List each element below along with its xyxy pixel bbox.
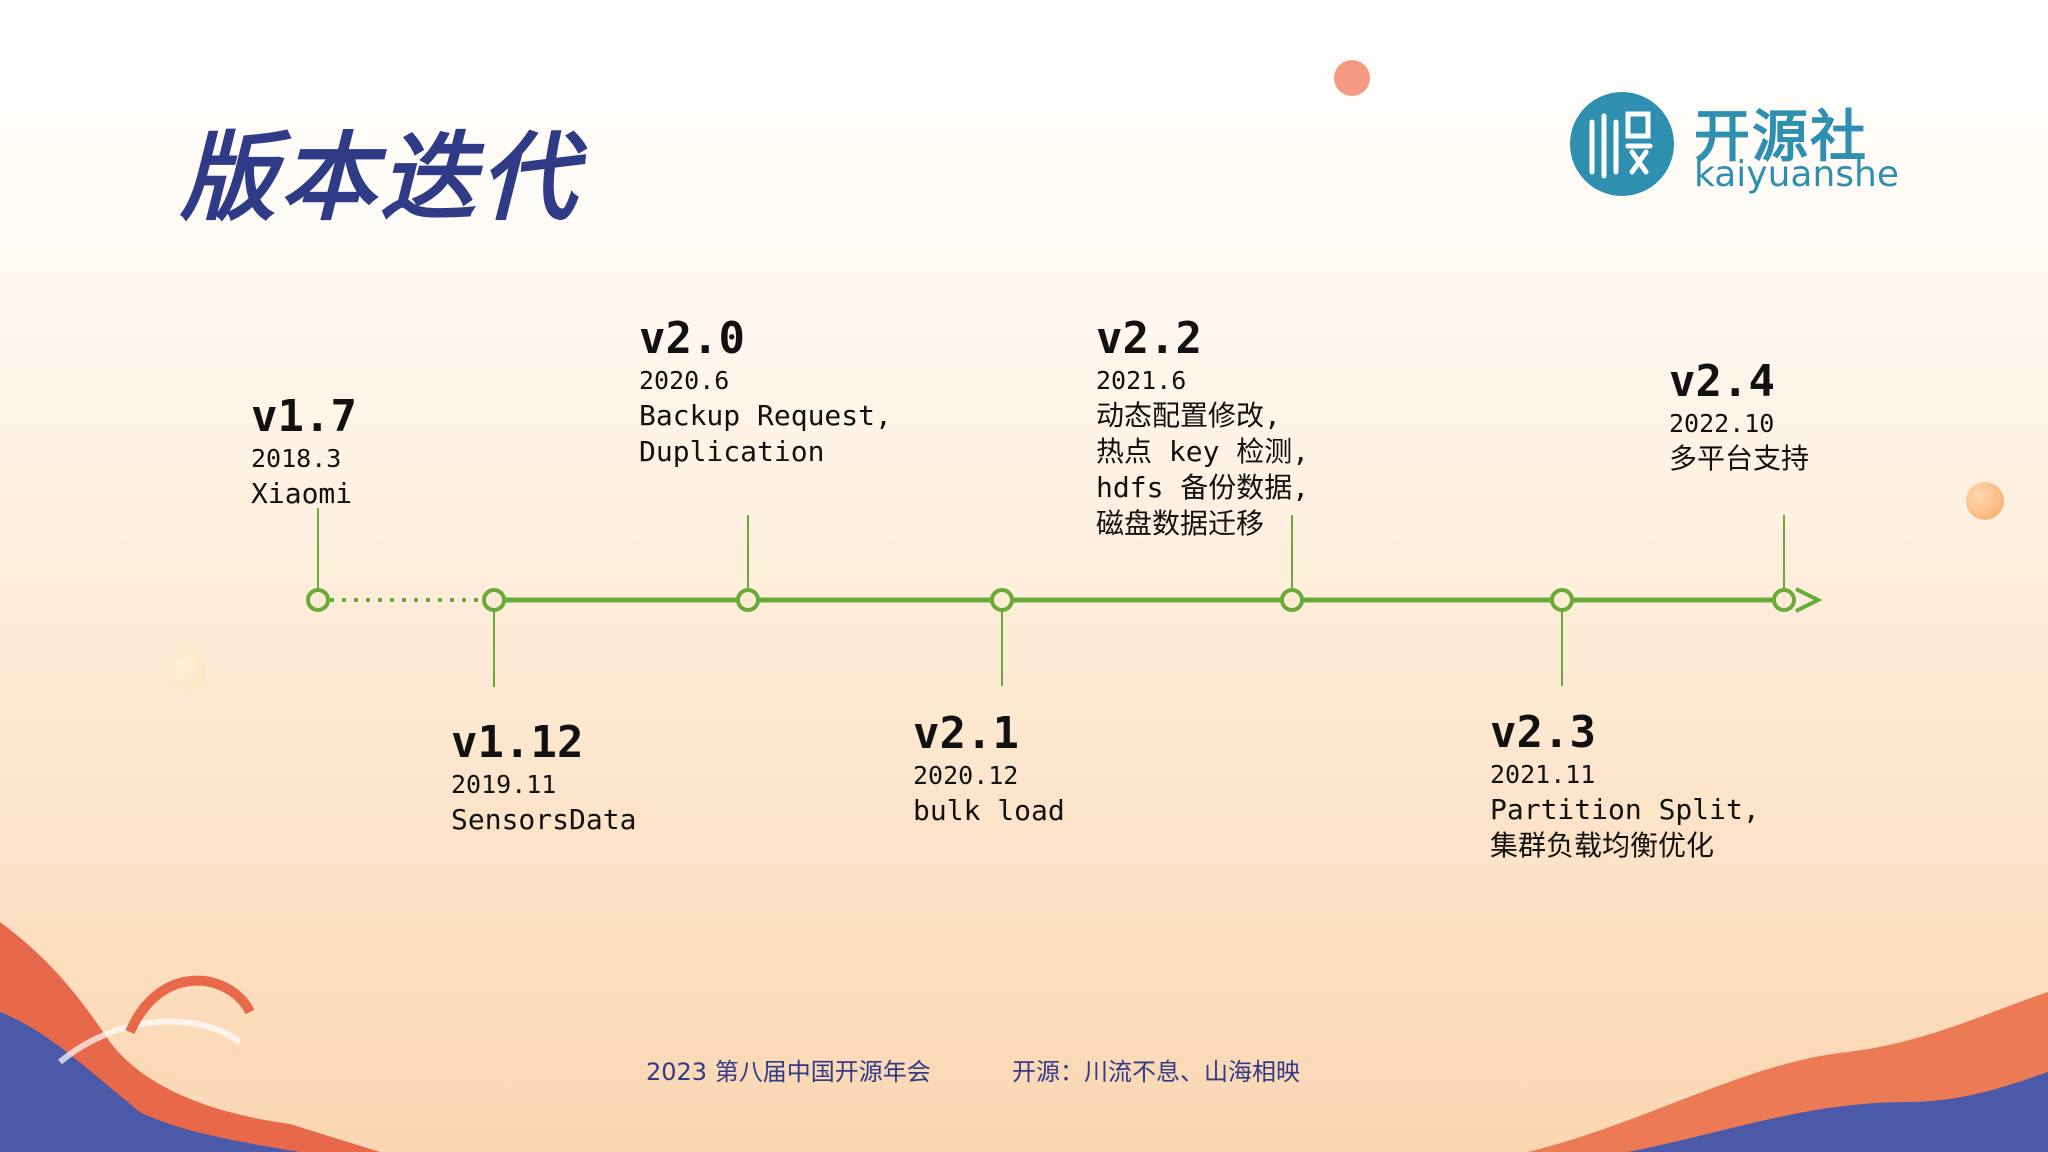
version-name: v2.1 [913, 708, 1019, 759]
version-v1-7: v1.7 2018.3 Xiaomi [251, 392, 357, 512]
version-desc: 多平台支持 [1669, 442, 1810, 475]
mountain-left-decor [0, 922, 380, 1152]
version-desc: Partition Split, 集群负载均衡优化 [1490, 793, 1760, 862]
decor-dot-top [1334, 60, 1370, 96]
decor-dot-left [166, 650, 206, 690]
version-v2-2: v2.2 2021.6 动态配置修改, 热点 key 检测, hdfs 备份数据… [1096, 314, 1309, 542]
page-title: 版本迭代 [180, 121, 580, 234]
milestone-v2-1-marker [990, 588, 1014, 686]
timeline-arrow-head [1795, 587, 1823, 613]
version-name: v2.0 [639, 313, 745, 364]
version-date: 2018.3 [251, 444, 342, 473]
version-v2-4: v2.4 2022.10 多平台支持 [1669, 357, 1809, 477]
version-name: v2.3 [1490, 707, 1596, 758]
logo-text-cn: 开源社 [1694, 105, 1868, 170]
logo-mark-icon [1570, 92, 1674, 196]
version-desc: Xiaomi [251, 477, 353, 510]
milestone-v2-0-marker [736, 515, 760, 612]
version-date: 2020.12 [913, 761, 1019, 790]
version-date: 2021.6 [1096, 366, 1187, 395]
version-date: 2019.11 [451, 770, 557, 799]
milestone-v1-12-marker [482, 588, 506, 687]
version-date: 2020.6 [639, 366, 730, 395]
version-desc: SensorsData [451, 803, 637, 836]
version-desc: 动态配置修改, 热点 key 检测, hdfs 备份数据, 磁盘数据迁移 [1096, 399, 1310, 540]
version-date: 2022.10 [1669, 409, 1775, 438]
version-date: 2021.11 [1490, 760, 1596, 789]
mountain-right-decor [1528, 992, 2048, 1152]
milestone-v2-3-marker [1550, 588, 1574, 686]
footer-conference: 2023 第八届中国开源年会 [646, 1058, 931, 1086]
milestone-v1-7-marker [306, 508, 330, 612]
version-name: v2.2 [1096, 313, 1202, 364]
version-desc: Backup Request, Duplication [639, 399, 892, 468]
kaiyuanshe-logo: 开源社 kaiyuanshe [1570, 92, 1900, 202]
version-v2-0: v2.0 2020.6 Backup Request, Duplication [639, 314, 892, 470]
version-v2-3: v2.3 2021.11 Partition Split, 集群负载均衡优化 [1490, 708, 1760, 864]
version-name: v1.7 [251, 391, 357, 442]
milestone-v2-4-marker [1772, 515, 1796, 612]
version-v1-12: v1.12 2019.11 SensorsData [451, 718, 636, 838]
milestone-v2-2-marker [1280, 515, 1304, 612]
version-v2-1: v2.1 2020.12 bulk load [913, 709, 1065, 829]
version-name: v1.12 [451, 717, 584, 768]
footer-slogan: 开源：川流不息、山海相映 [1012, 1058, 1300, 1086]
decor-dot-right [1966, 482, 2004, 520]
logo-text-en: kaiyuanshe [1694, 154, 1899, 195]
version-desc: bulk load [913, 794, 1065, 827]
version-name: v2.4 [1669, 356, 1775, 407]
